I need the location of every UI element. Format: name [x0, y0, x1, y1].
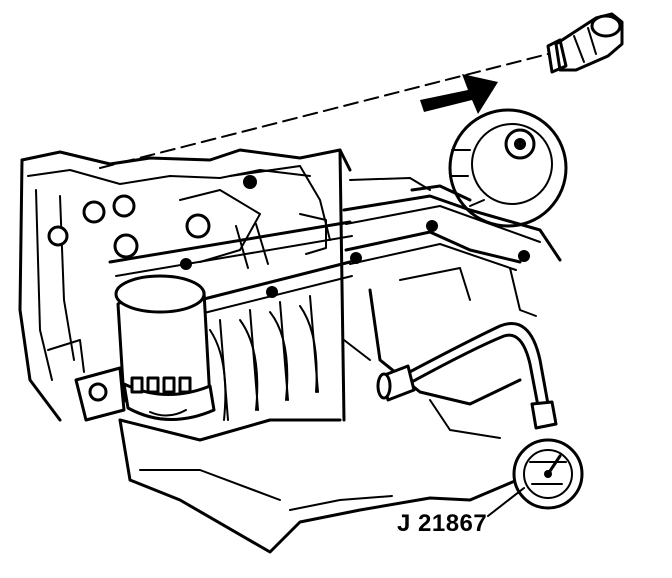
oil-pressure-gauge [512, 400, 584, 510]
gauge-hose [400, 322, 550, 408]
filter-adapter [47, 339, 126, 422]
crankshaft-pulley [448, 108, 568, 228]
oil-pan [118, 267, 537, 554]
oil-filter [114, 274, 216, 421]
hose-fitting [376, 364, 416, 402]
oil-pressure-fitting [546, 12, 624, 74]
tool-label-leader [487, 487, 525, 517]
engine-block [18, 148, 562, 422]
tool-number-label: J 21867 [397, 510, 488, 537]
removal-direction-arrow [99, 53, 549, 169]
